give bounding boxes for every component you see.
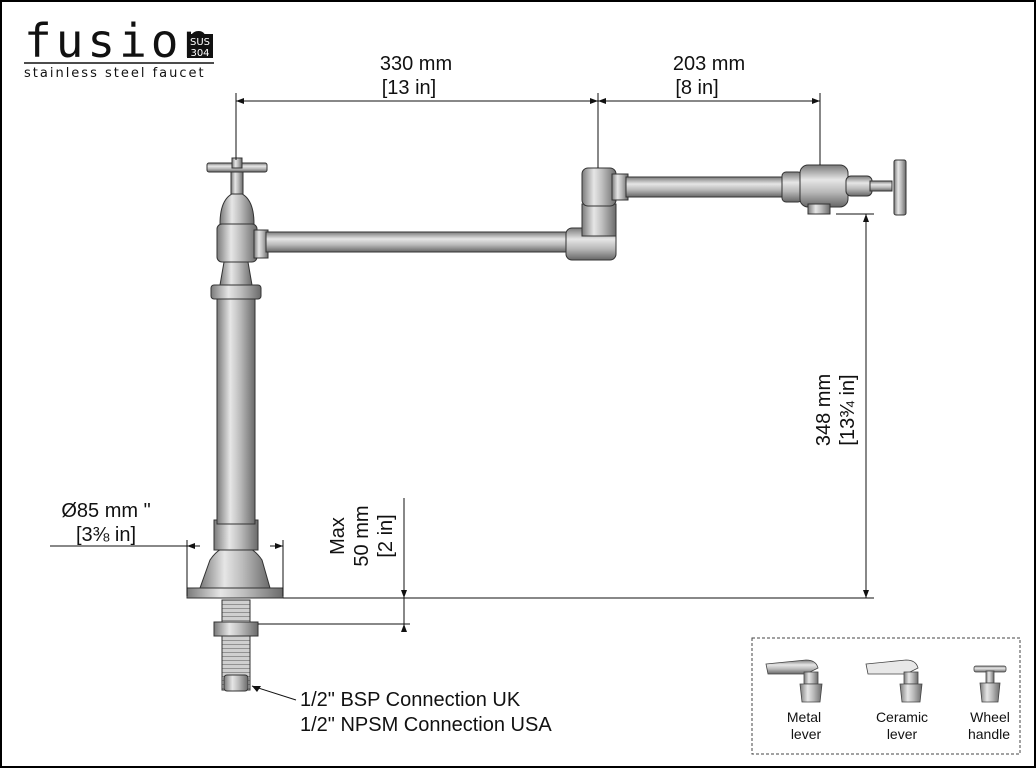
arm-in-label: [8 in] — [675, 77, 718, 99]
reach-mm-label: 330 mm — [380, 53, 452, 75]
brand-name: fusion — [24, 14, 214, 68]
wheel-handle-label-2: handle — [968, 726, 1010, 742]
shank-tip — [223, 674, 249, 692]
metal-lever-label-1: Metal — [787, 709, 821, 725]
faucet-illustration — [186, 157, 907, 692]
handle-options-border — [751, 637, 1021, 755]
base-collar — [213, 519, 259, 551]
metal-lever-label-2: lever — [791, 726, 822, 742]
column-neck — [219, 261, 253, 286]
swivel-head — [581, 167, 617, 207]
metal-lever-icon — [765, 659, 823, 703]
column-ring — [210, 284, 262, 300]
connection-uk-label: 1/2" BSP Connection UK — [300, 689, 521, 711]
arm-mm-label: 203 mm — [673, 53, 745, 75]
base-dia-in-label: [3⅜ in] — [76, 524, 136, 546]
ceramic-lever-label-1: Ceramic — [876, 709, 928, 725]
reach-in-label: [13 in] — [382, 77, 436, 99]
ceramic-lever-icon — [865, 659, 923, 703]
brand-tagline: stainless steel faucet — [24, 66, 206, 81]
spout-bonnet — [845, 175, 873, 197]
spout-valve-body — [799, 164, 849, 208]
height-mm-label: 348 mm — [813, 374, 835, 446]
ceramic-lever-label-2: lever — [887, 726, 918, 742]
badge-bottom: 304 — [190, 48, 209, 59]
wheel-handle-label-1: Wheel — [970, 709, 1010, 725]
lock-nut — [213, 621, 259, 637]
column — [216, 295, 256, 525]
base-dia-mm-label: Ø85 mm " — [61, 500, 150, 522]
swing-arm-lower — [265, 231, 573, 253]
deck-max-in-label: [2 in] — [375, 514, 397, 557]
dimension-arrows — [187, 98, 869, 692]
valve-body — [216, 223, 258, 263]
valve-stem — [230, 171, 244, 195]
swing-arm-upper — [625, 176, 787, 198]
spout-collar — [781, 171, 803, 203]
handle-options-panel: Metal lever Ceramic lever Wheel handle — [751, 637, 1021, 755]
deck-max-mm-label: 50 mm — [351, 505, 373, 566]
spout-cross-handle — [893, 159, 907, 216]
cross-handle-hub — [231, 157, 243, 169]
height-in-label: [13¾ in] — [837, 374, 859, 445]
deck-max-label: Max — [327, 517, 349, 555]
badge-top: SUS — [190, 37, 210, 48]
spout-outlet — [807, 203, 831, 215]
dimension-lines — [50, 93, 874, 701]
sus304-badge — [187, 34, 213, 58]
connection-usa-label: 1/2" NPSM Connection USA — [300, 714, 552, 736]
spout-stem — [869, 180, 893, 192]
brand-logo: fusion SUS 304 stainless steel faucet — [24, 14, 214, 81]
wheel-handle-icon — [973, 665, 1007, 703]
swivel-joint — [581, 203, 617, 237]
base-plate — [186, 587, 284, 599]
